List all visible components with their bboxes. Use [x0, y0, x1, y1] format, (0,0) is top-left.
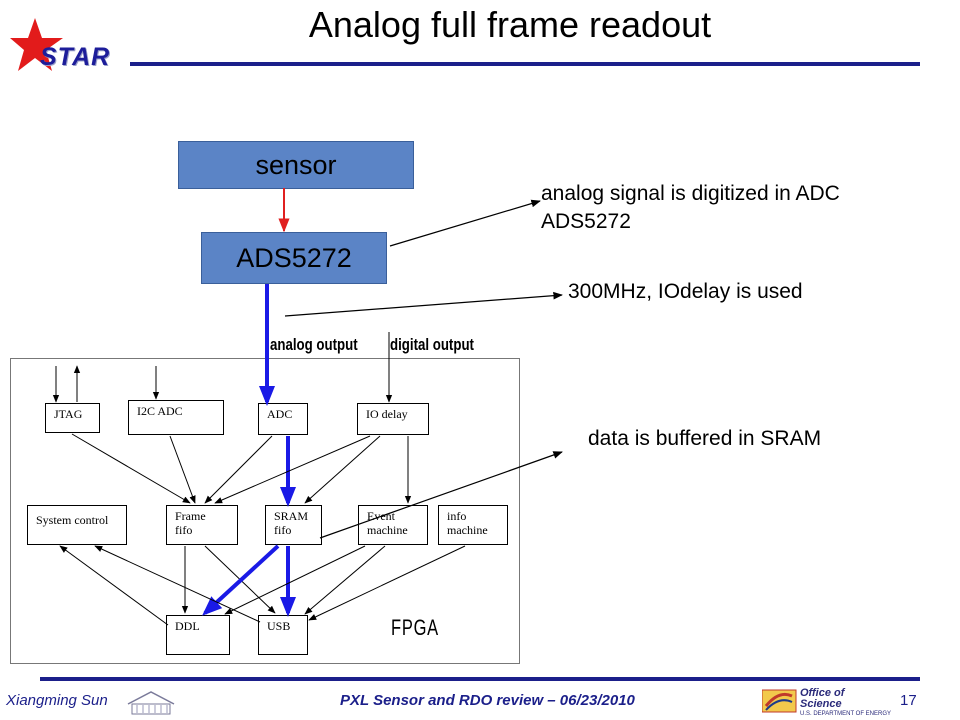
footer-author: Xiangming Sun — [6, 692, 108, 709]
info-machine-label-2: machine — [447, 523, 488, 537]
note-sram: data is buffered in SRAM — [588, 427, 822, 450]
footer-divider — [40, 677, 920, 681]
sensor-label: sensor — [255, 149, 337, 180]
adc-chip-box: ADS5272 — [201, 232, 387, 284]
sensor-box: sensor — [178, 141, 414, 189]
sram-fifo-label-1: SRAM — [274, 509, 309, 523]
info-machine-block: info machine — [438, 505, 508, 545]
fpga-label: FPGA — [391, 615, 439, 640]
doe-science-text: Science — [800, 698, 842, 710]
note-adc-line2: ADS5272 — [541, 210, 631, 233]
event-machine-block: Event machine — [358, 505, 428, 545]
doe-emblem-icon — [762, 689, 797, 713]
frame-fifo-label-1: Frame — [175, 509, 206, 523]
note-adc-line1: analog signal is digitized in ADC — [541, 182, 840, 205]
footer-talk-title: PXL Sensor and RDO review – 06/23/2010 — [340, 692, 635, 709]
i2c-adc-label: I2C ADC — [137, 404, 183, 418]
star-logo-icon — [10, 18, 63, 71]
note-iodelay: 300MHz, IOdelay is used — [568, 280, 803, 303]
jtag-block: JTAG — [45, 403, 100, 433]
slide-title: Analog full frame readout — [308, 4, 712, 45]
lab-building-icon — [127, 691, 175, 715]
sram-fifo-label-2: fifo — [274, 523, 292, 537]
note-adc-pointer — [389, 199, 541, 247]
page-number: 17 — [900, 692, 917, 709]
io-delay-block: IO delay — [357, 403, 429, 435]
system-control-label: System control — [36, 513, 109, 527]
info-machine-label-1: info — [447, 509, 467, 523]
usb-label: USB — [267, 619, 291, 633]
adc-block-label: ADC — [267, 407, 293, 421]
doe-office-of-science-logo — [762, 683, 852, 719]
ddl-label: DDL — [175, 619, 200, 633]
star-logo-text: STAR — [40, 43, 111, 71]
note-iodelay-pointer — [284, 291, 563, 317]
doe-dept-text: U.S. DEPARTMENT OF ENERGY — [800, 711, 892, 717]
io-delay-label: IO delay — [366, 407, 408, 421]
doe-office-text: Office of — [800, 687, 845, 699]
adc-block: ADC — [258, 403, 308, 435]
i2c-adc-block: I2C ADC — [128, 400, 224, 435]
frame-fifo-label-2: fifo — [175, 523, 193, 537]
event-machine-label-1: Event — [367, 509, 395, 523]
title-divider — [130, 62, 920, 66]
adc-chip-label: ADS5272 — [236, 242, 352, 273]
frame-fifo-block: Frame fifo — [166, 505, 238, 545]
event-machine-label-2: machine — [367, 523, 408, 537]
digital-output-label: digital output — [390, 335, 474, 354]
analog-output-label: analog output — [270, 335, 358, 354]
usb-block: USB — [258, 615, 308, 655]
note-adc: analog signal is digitized in ADC ADS527… — [541, 180, 840, 236]
system-control-block: System control — [27, 505, 127, 545]
sram-fifo-block: SRAM fifo — [265, 505, 322, 545]
jtag-label: JTAG — [54, 407, 83, 421]
ddl-block: DDL — [166, 615, 230, 655]
